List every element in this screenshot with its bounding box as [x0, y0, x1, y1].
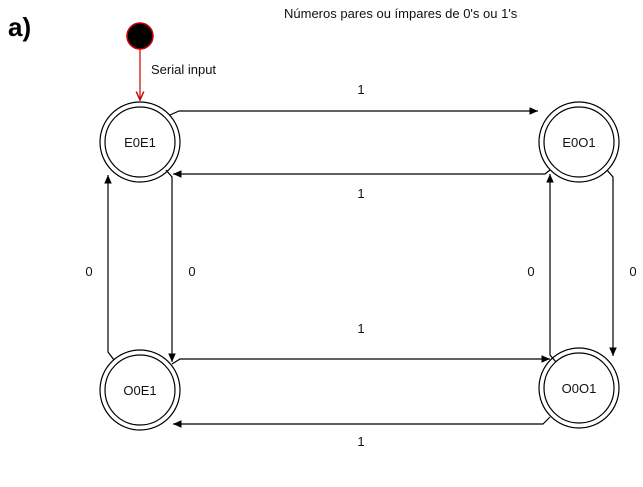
state-e0o1: E0O1 [538, 101, 620, 183]
edge-o0e1-to-e0e1-label: 0 [85, 264, 92, 279]
state-o0e1-label: O0E1 [123, 383, 156, 398]
state-o0e1: O0E1 [99, 349, 181, 431]
state-e0e1: E0E1 [99, 101, 181, 183]
edge-e0e1-to-o0e1-label: 0 [188, 264, 195, 279]
edge-e0o1-to-e0e1 [173, 169, 551, 178]
edge-e0e1-to-e0o1-label: 1 [357, 82, 364, 97]
edge-e0o1-to-o0o1-label: 0 [629, 264, 636, 279]
edge-o0e1-to-o0o1 [171, 355, 550, 365]
edge-o0o1-to-o0e1-label: 1 [357, 434, 364, 449]
edge-o0e1-to-o0o1-label: 1 [357, 321, 364, 336]
start-node [126, 22, 154, 50]
figure-label: a) [8, 12, 31, 42]
edge-e0e1-to-e0o1 [169, 107, 538, 116]
edge-o0o1-to-e0o1-label: 0 [527, 264, 534, 279]
edge-o0o1-to-e0o1 [546, 174, 557, 363]
serial-input-label: Serial input [151, 62, 216, 77]
state-o0o1-label: O0O1 [562, 381, 597, 396]
diagram-title: Números pares ou ímpares de 0's ou 1's [284, 6, 518, 21]
state-e0e1-label: E0E1 [124, 135, 156, 150]
edge-e0o1-to-o0o1 [606, 169, 617, 356]
state-e0o1-label: E0O1 [562, 135, 595, 150]
edge-o0e1-to-e0e1 [104, 175, 115, 361]
edge-e0o1-to-e0e1-label: 1 [357, 186, 364, 201]
state-o0o1: O0O1 [538, 347, 620, 429]
edge-o0o1-to-o0e1 [173, 416, 551, 428]
edge-e0e1-to-o0e1 [165, 169, 176, 362]
